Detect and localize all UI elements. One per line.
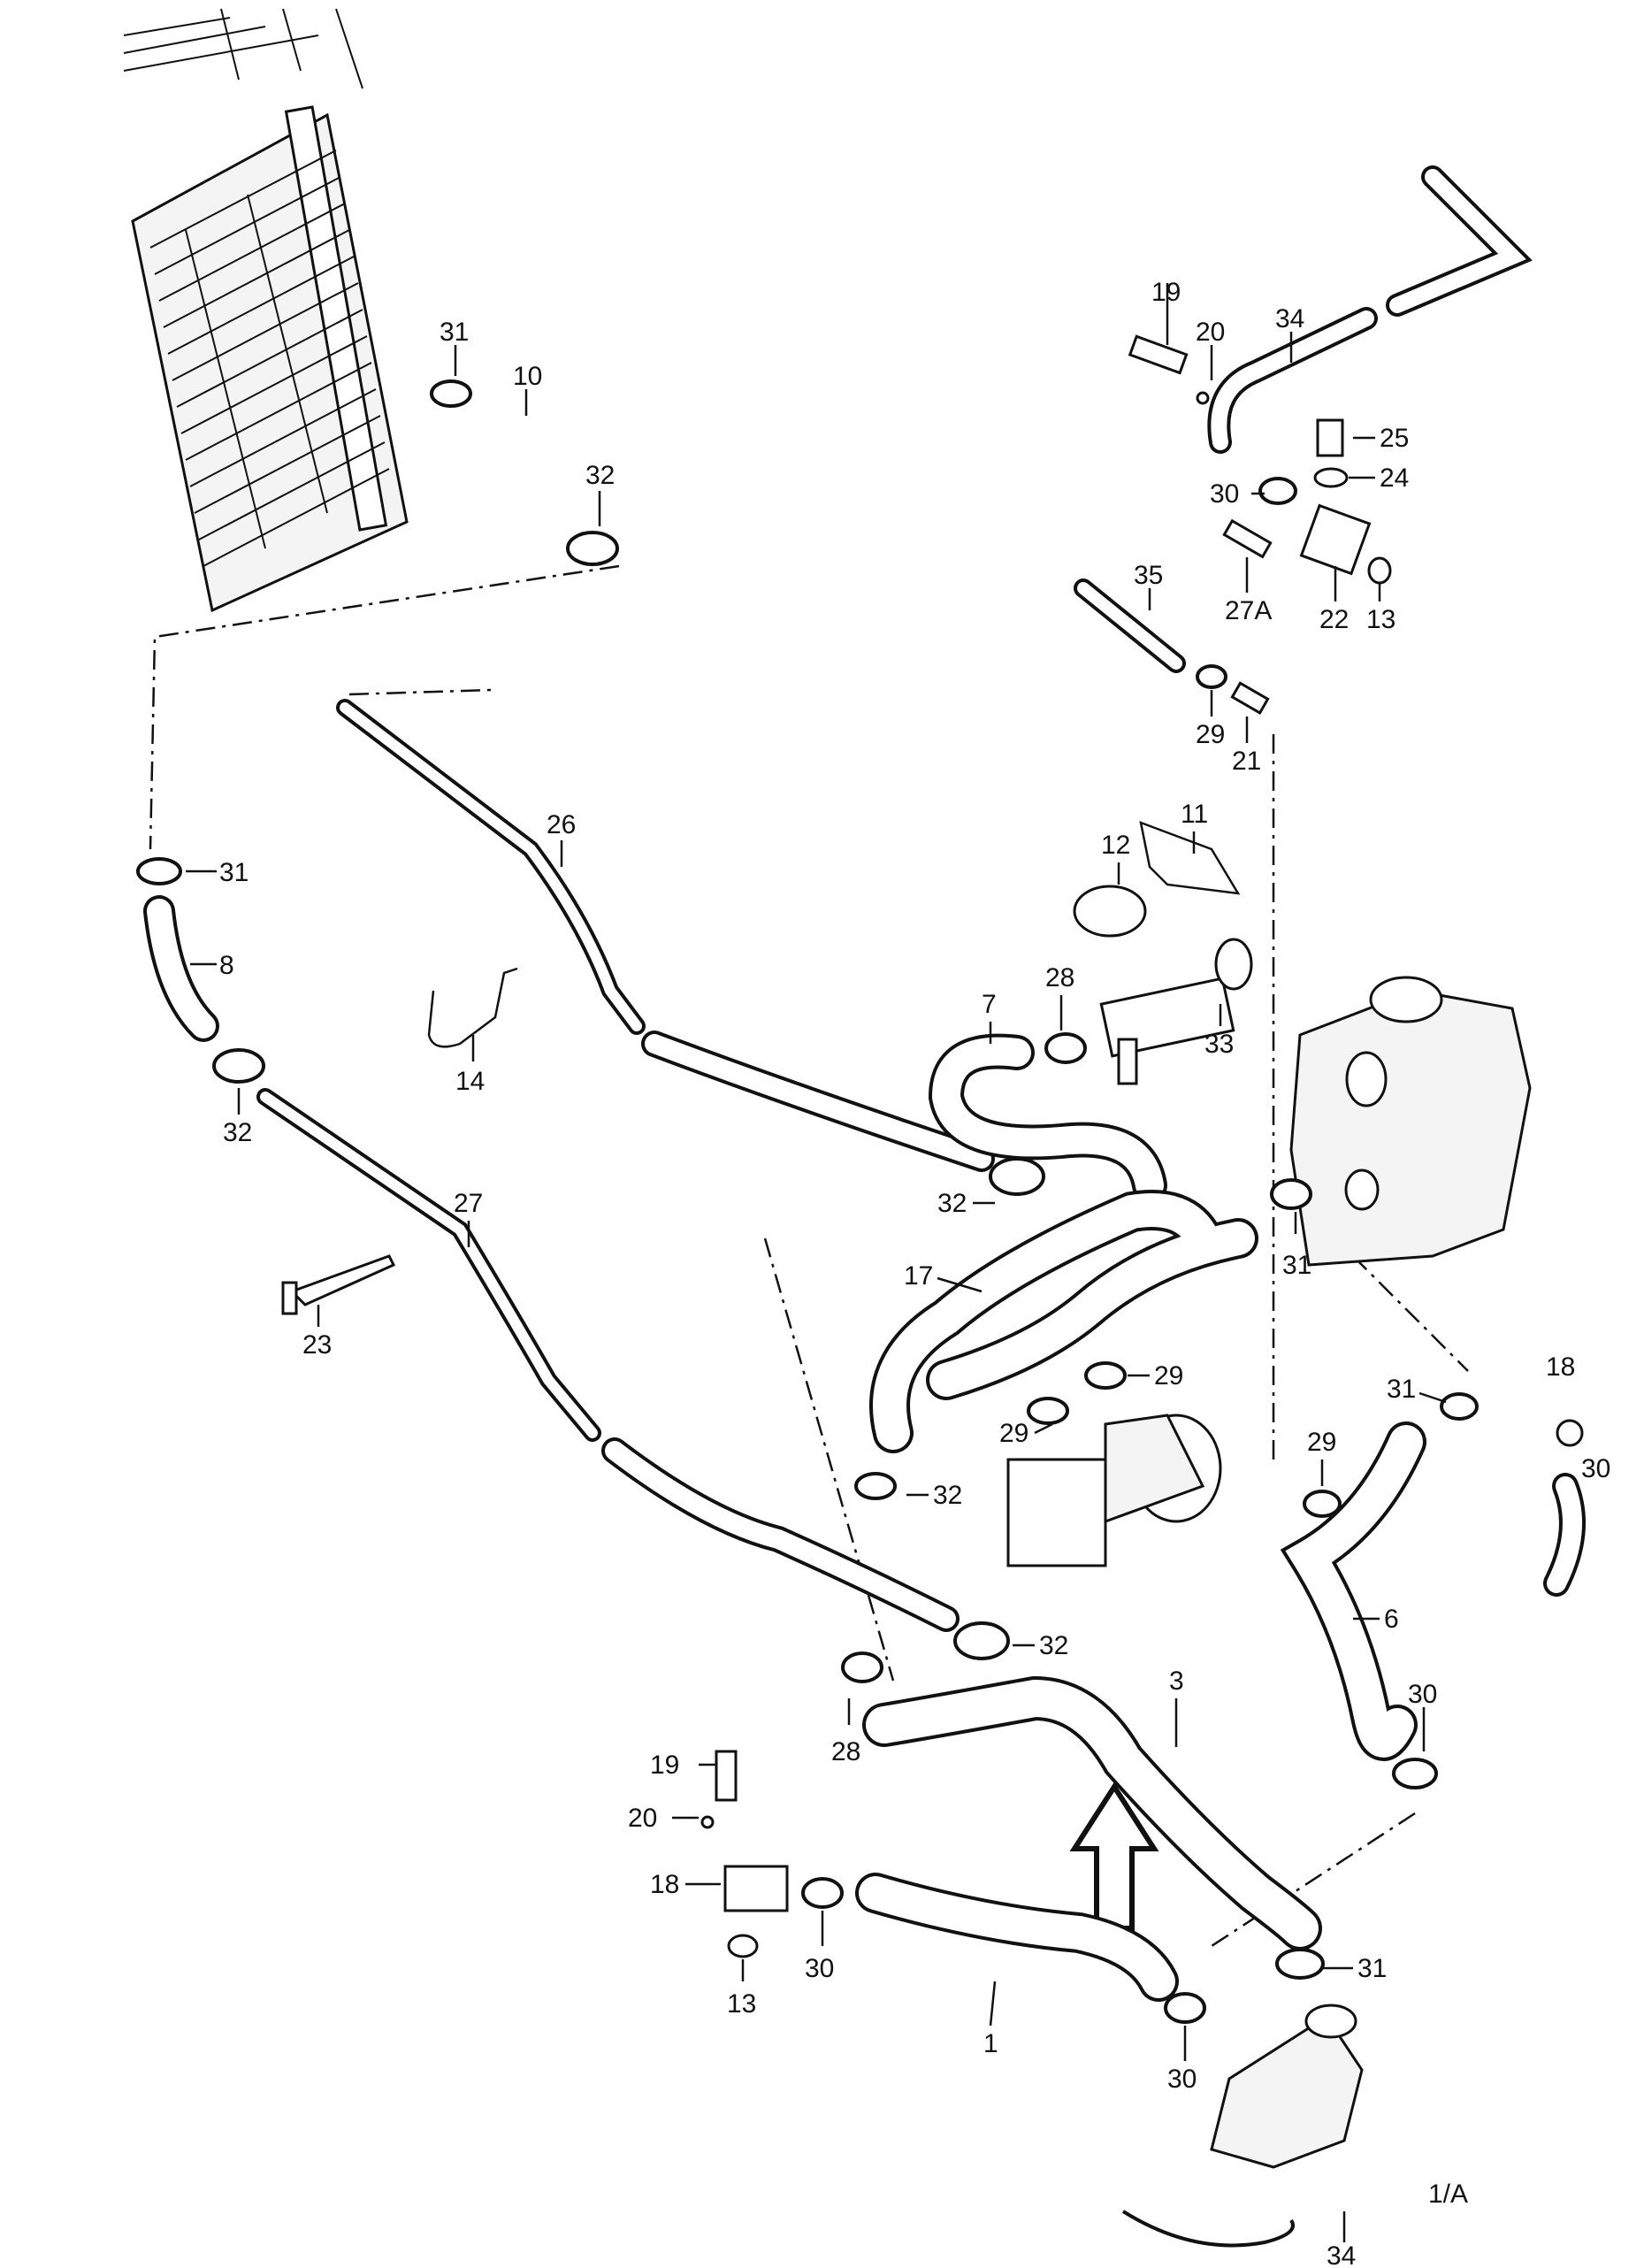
clamp-32-c	[854, 1472, 897, 1500]
label-30: 30	[805, 1954, 834, 1983]
pipe-26	[336, 699, 646, 1035]
label-14: 14	[455, 1067, 485, 1096]
flange-18	[723, 1865, 789, 1912]
label-30: 30	[1581, 1454, 1610, 1483]
clamp-28-lower	[841, 1651, 883, 1683]
label-26: 26	[547, 810, 576, 839]
label-1: 1	[983, 2029, 998, 2058]
label-10: 10	[513, 362, 542, 391]
label-20: 20	[628, 1804, 657, 1833]
fitting-21	[1230, 681, 1270, 715]
clamp-31-left	[136, 857, 182, 885]
bracket-11	[1139, 821, 1241, 895]
label-28: 28	[1045, 963, 1074, 992]
label-32: 32	[1039, 1631, 1068, 1660]
thermostat-housing	[1210, 2004, 1364, 2169]
clamp-31-top	[430, 379, 472, 408]
label-31: 31	[1387, 1375, 1416, 1404]
label-24: 24	[1380, 464, 1409, 493]
label-3: 3	[1169, 1667, 1184, 1696]
label-29: 29	[999, 1419, 1028, 1448]
clamp-31-tank	[1270, 1178, 1312, 1210]
bolt-19-bottom	[715, 1750, 738, 1802]
expansion-tank	[1289, 976, 1532, 1267]
clamp-32-left	[212, 1048, 265, 1084]
ring-20-top	[1196, 391, 1210, 405]
label-21: 21	[1232, 747, 1261, 776]
label-29: 29	[1307, 1428, 1336, 1457]
label-20: 20	[1196, 318, 1225, 347]
clamp-32-top	[566, 531, 619, 566]
label-29: 29	[1154, 1361, 1183, 1391]
label-33: 33	[1204, 1030, 1234, 1059]
label-31: 31	[1357, 1954, 1387, 1983]
label-7: 7	[982, 990, 997, 1019]
clamp-30-bottom	[1164, 1992, 1206, 2024]
valve-27a	[1222, 518, 1273, 559]
label-28: 28	[831, 1737, 860, 1766]
label-35: 35	[1134, 561, 1163, 590]
label-27A: 27A	[1225, 596, 1272, 625]
bracket-14	[427, 967, 518, 1048]
label-34: 34	[1327, 2241, 1356, 2268]
label-6: 6	[1384, 1605, 1399, 1634]
label-1A: 1/A	[1428, 2180, 1468, 2209]
heat-exchanger	[1006, 1414, 1222, 1567]
bolt-19-top	[1128, 334, 1189, 375]
label-23: 23	[302, 1330, 332, 1360]
clamp-30-lower	[801, 1877, 844, 1909]
label-32: 32	[933, 1481, 962, 1510]
clamp-31-right	[1440, 1392, 1479, 1421]
ring-20-bottom	[700, 1815, 715, 1829]
oring-13-bottom	[727, 1934, 759, 1958]
pipe-27	[256, 1088, 601, 1442]
label-31: 31	[440, 318, 469, 347]
label-30: 30	[1167, 2065, 1197, 2094]
label-8: 8	[219, 951, 234, 980]
label-31: 31	[219, 858, 249, 887]
bolt-25	[1316, 418, 1344, 457]
clamp-30-top	[1258, 477, 1297, 505]
pump-33	[1044, 938, 1253, 1085]
arrow-up-icon	[1069, 1781, 1159, 1931]
label-27: 27	[454, 1189, 483, 1218]
washer-24	[1313, 467, 1349, 488]
flange-22	[1299, 503, 1372, 576]
label-32: 32	[937, 1189, 967, 1218]
clip-23	[289, 1254, 396, 1306]
clamp-29-b	[1027, 1397, 1069, 1425]
clamp-32-lower	[953, 1621, 1010, 1660]
clamp-30-right	[1392, 1758, 1438, 1789]
clamp-29-a	[1084, 1361, 1127, 1390]
label-30: 30	[1210, 479, 1239, 509]
label-31: 31	[1282, 1251, 1311, 1280]
label-25: 25	[1380, 424, 1409, 453]
label-34: 34	[1275, 304, 1304, 333]
label-32: 32	[223, 1118, 252, 1147]
label-12: 12	[1101, 831, 1130, 860]
label-18: 18	[650, 1870, 679, 1899]
label-17: 17	[904, 1261, 933, 1291]
oring-13-top	[1367, 556, 1392, 585]
part-12	[1073, 885, 1147, 938]
label-19: 19	[650, 1751, 679, 1780]
label-19: 19	[1151, 278, 1181, 307]
label-11: 11	[1181, 800, 1208, 829]
radiator	[123, 8, 409, 613]
label-29: 29	[1196, 720, 1225, 749]
label-13: 13	[727, 1989, 756, 2019]
clamp-29-right	[1303, 1490, 1342, 1518]
label-22: 22	[1319, 605, 1349, 634]
flange-34-bottom	[1121, 2210, 1295, 2248]
clamp-29-top	[1196, 664, 1227, 689]
label-13: 13	[1366, 605, 1395, 634]
label-32: 32	[585, 461, 615, 490]
clamp-32-mid	[989, 1157, 1045, 1196]
label-30: 30	[1408, 1680, 1437, 1709]
label-18: 18	[1546, 1352, 1575, 1382]
clamp-31-lower	[1275, 1948, 1325, 1980]
